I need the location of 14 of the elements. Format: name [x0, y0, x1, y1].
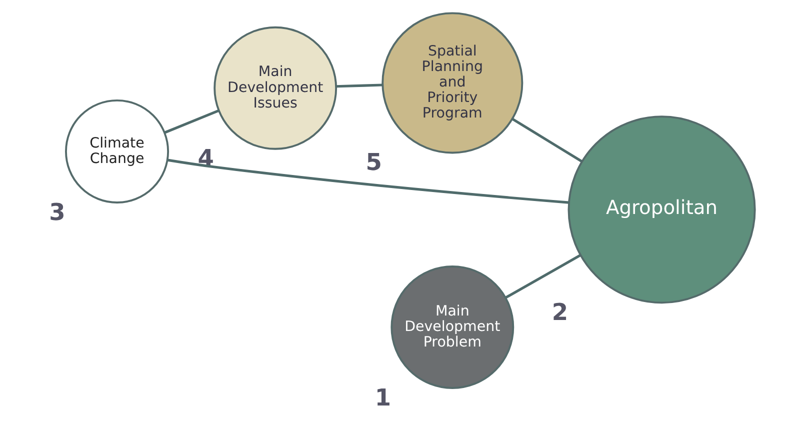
node-circle: Spatial Planning and Priority Program — [382, 12, 524, 154]
connector — [336, 84, 382, 88]
node-label: 5 — [366, 149, 382, 176]
node-circle: Agropolitan — [568, 116, 756, 304]
node-circle: Main Development Issues — [214, 26, 338, 150]
node-label: 2 — [552, 298, 568, 326]
connector — [164, 109, 220, 134]
connector — [167, 158, 570, 204]
node-label: 1 — [374, 384, 392, 412]
node-circle: Climate Change — [65, 99, 170, 204]
connector — [512, 118, 583, 163]
connector — [505, 254, 582, 299]
node-circle: Main Development Problem — [390, 266, 514, 389]
node-label: 3 — [49, 198, 66, 226]
